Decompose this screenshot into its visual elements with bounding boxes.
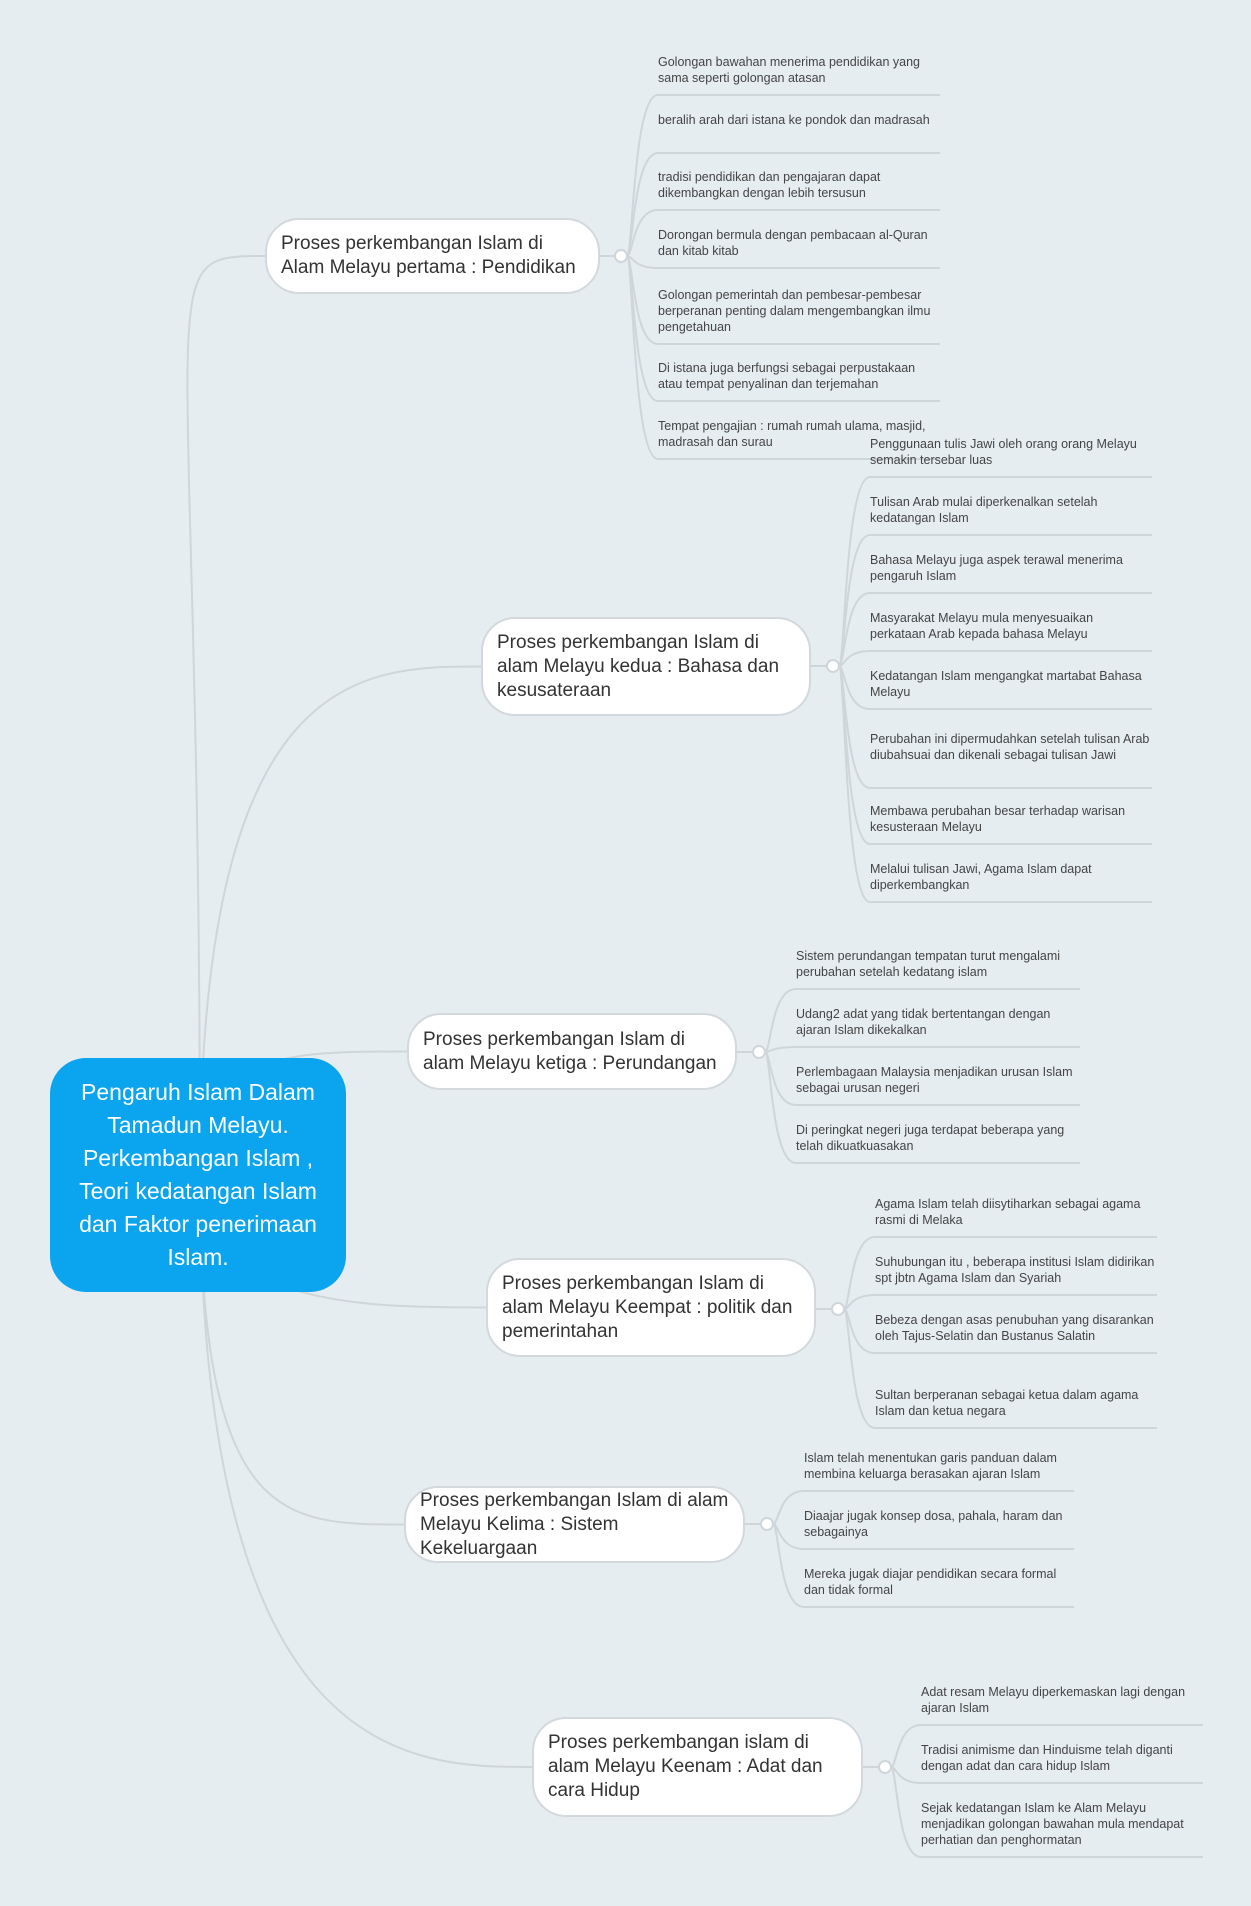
leaf-topic-label: Sistem perundangan tempatan turut mengal… [796,949,1061,979]
leaf-topic[interactable]: Penggunaan tulis Jawi oleh orang orang M… [862,436,1152,468]
connector-line [186,255,266,1176]
branch-topic-label: Proses perkembangan Islam di alam Melayu… [502,1272,793,1342]
leaf-topic-label: Sultan berperanan sebagai ketua dalam ag… [875,1388,1139,1418]
connector-line [626,209,659,257]
leaf-topic-label: Adat resam Melayu diperkemaskan lagi den… [921,1685,1186,1715]
connector-line [838,665,871,903]
branch-topic[interactable]: Proses perkembangan Islam di alam Melayu… [407,1013,737,1090]
leaf-topic[interactable]: Perlembagaan Malaysia menjadikan urusan … [788,1064,1080,1096]
leaf-topic[interactable]: Dorongan bermula dengan pembacaan al-Qur… [650,227,940,259]
leaf-topic-label: Perlembagaan Malaysia menjadikan urusan … [796,1065,1073,1095]
leaf-topic[interactable]: Suhubungan itu , beberapa institusi Isla… [867,1254,1157,1286]
branch-topic[interactable]: Proses perkembangan islam di alam Melayu… [532,1717,863,1817]
leaf-topic-label: Bebeza dengan asas penubuhan yang disara… [875,1313,1154,1343]
leaf-topic[interactable]: Agama Islam telah diisytiharkan sebagai … [867,1196,1157,1228]
leaf-topic-label: Penggunaan tulis Jawi oleh orang orang M… [870,437,1137,467]
leaf-topic-label: Diaajar jugak konsep dosa, pahala, haram… [804,1509,1063,1539]
branch-topic[interactable]: Proses perkembangan Islam di alam Melayu… [404,1486,745,1563]
connector-line [890,1766,922,1858]
leaf-topic-label: Golongan pemerintah dan pembesar-pembesa… [658,288,931,334]
leaf-topic-label: Golongan bawahan menerima pendidikan yan… [658,55,920,85]
leaf-topic[interactable]: Bahasa Melayu juga aspek terawal menerim… [862,552,1152,584]
branch-topic-label: Proses perkembangan Islam di alam Melayu… [420,1489,729,1559]
leaf-topic[interactable]: Tempat pengajian : rumah rumah ulama, ma… [650,418,940,450]
connector-line [890,1724,922,1768]
leaf-topic-label: Perubahan ini dipermudahkan setelah tuli… [870,732,1150,762]
leaf-topic[interactable]: Masyarakat Melayu mula menyesuaikan perk… [862,610,1152,642]
leaf-topic[interactable]: Sultan berperanan sebagai ketua dalam ag… [867,1387,1157,1419]
collapse-toggle[interactable] [826,659,840,673]
leaf-topic-label: Udang2 adat yang tidak bertentangan deng… [796,1007,1051,1037]
leaf-topic[interactable]: Tradisi animisme dan Hinduisme telah dig… [913,1742,1203,1774]
branch-topic[interactable]: Proses perkembangan Islam di alam Melayu… [486,1258,816,1357]
connector-line [764,1051,797,1164]
collapse-toggle[interactable] [831,1302,845,1316]
leaf-topic-label: Mereka jugak diajar pendidikan secara fo… [804,1567,1057,1597]
leaf-topic-label: beralih arah dari istana ke pondok dan m… [658,113,930,127]
leaf-topic[interactable]: Adat resam Melayu diperkemaskan lagi den… [913,1684,1203,1716]
leaf-topic[interactable]: beralih arah dari istana ke pondok dan m… [650,112,940,128]
leaf-topic[interactable]: Membawa perubahan besar terhadap warisan… [862,803,1152,835]
leaf-topic-label: Masyarakat Melayu mula menyesuaikan perk… [870,611,1094,641]
branch-topic-label: Proses perkembangan islam di alam Melayu… [548,1732,823,1801]
connector-line [843,1308,876,1429]
root-topic[interactable]: Pengaruh Islam Dalam Tamadun Melayu. Per… [50,1058,346,1292]
collapse-toggle[interactable] [878,1760,892,1774]
leaf-topic[interactable]: Islam telah menentukan garis panduan dal… [796,1450,1074,1482]
leaf-topic[interactable]: Sejak kedatangan Islam ke Alam Melayu me… [913,1800,1203,1848]
branch-topic[interactable]: Proses perkembangan Islam di Alam Melayu… [265,218,600,294]
connector-line [843,1236,876,1310]
leaf-topic-label: Di istana juga berfungsi sebagai perpust… [658,361,916,391]
leaf-topic-label: Dorongan bermula dengan pembacaan al-Qur… [658,228,928,258]
leaf-topic-label: Tempat pengajian : rumah rumah ulama, ma… [658,419,926,449]
root-topic-label: Pengaruh Islam Dalam Tamadun Melayu. Per… [79,1079,317,1270]
connector-line [838,592,871,667]
collapse-toggle[interactable] [614,249,628,263]
leaf-topic[interactable]: Di istana juga berfungsi sebagai perpust… [650,360,940,392]
branch-topic[interactable]: Proses perkembangan Islam di alam Melayu… [481,617,811,716]
leaf-topic[interactable]: Perubahan ini dipermudahkan setelah tuli… [862,731,1152,763]
branch-topic-label: Proses perkembangan Islam di alam Melayu… [423,1028,717,1074]
connector-line [764,1046,797,1053]
leaf-topic[interactable]: Mereka jugak diajar pendidikan secara fo… [796,1566,1074,1598]
leaf-topic-label: Sejak kedatangan Islam ke Alam Melayu me… [921,1801,1184,1847]
leaf-topic-label: Membawa perubahan besar terhadap warisan… [870,804,1126,834]
connector-line [772,1523,805,1608]
connector-line [199,1174,405,1526]
leaf-topic[interactable]: Bebeza dengan asas penubuhan yang disara… [867,1312,1157,1344]
branch-topic-label: Proses perkembangan Islam di Alam Melayu… [281,233,576,278]
connector-line [199,1174,533,1768]
connector-line [199,665,482,1176]
leaf-topic[interactable]: Tulisan Arab mulai diperkenalkan setelah… [862,494,1152,526]
leaf-topic[interactable]: Di peringkat negeri juga terdapat bebera… [788,1122,1080,1154]
leaf-topic[interactable]: Golongan bawahan menerima pendidikan yan… [650,54,940,86]
leaf-topic-label: Suhubungan itu , beberapa institusi Isla… [875,1255,1155,1285]
collapse-toggle[interactable] [760,1517,774,1531]
leaf-topic[interactable]: Melalui tulisan Jawi, Agama Islam dapat … [862,861,1152,893]
leaf-topic-label: Tradisi animisme dan Hinduisme telah dig… [921,1743,1173,1773]
leaf-topic[interactable]: tradisi pendidikan dan pengajaran dapat … [650,169,940,201]
leaf-topic-label: Tulisan Arab mulai diperkenalkan setelah… [870,495,1098,525]
leaf-topic[interactable]: Udang2 adat yang tidak bertentangan deng… [788,1006,1080,1038]
leaf-topic-label: Kedatangan Islam mengangkat martabat Bah… [870,669,1142,699]
leaf-topic-label: Islam telah menentukan garis panduan dal… [804,1451,1057,1481]
leaf-topic-label: Agama Islam telah diisytiharkan sebagai … [875,1197,1141,1227]
leaf-topic[interactable]: Golongan pemerintah dan pembesar-pembesa… [650,287,940,335]
leaf-topic[interactable]: Kedatangan Islam mengangkat martabat Bah… [862,668,1152,700]
branch-topic-label: Proses perkembangan Islam di alam Melayu… [497,631,780,701]
leaf-topic-label: tradisi pendidikan dan pengajaran dapat … [658,170,881,200]
connector-line [772,1490,805,1525]
leaf-topic-label: Bahasa Melayu juga aspek terawal menerim… [870,553,1123,583]
leaf-topic-label: Melalui tulisan Jawi, Agama Islam dapat … [870,862,1092,892]
leaf-topic[interactable]: Diaajar jugak konsep dosa, pahala, haram… [796,1508,1074,1540]
leaf-topic-label: Di peringkat negeri juga terdapat bebera… [796,1123,1065,1153]
collapse-toggle[interactable] [752,1045,766,1059]
connector-line [626,255,659,460]
leaf-topic[interactable]: Sistem perundangan tempatan turut mengal… [788,948,1080,980]
connector-line [764,988,797,1053]
